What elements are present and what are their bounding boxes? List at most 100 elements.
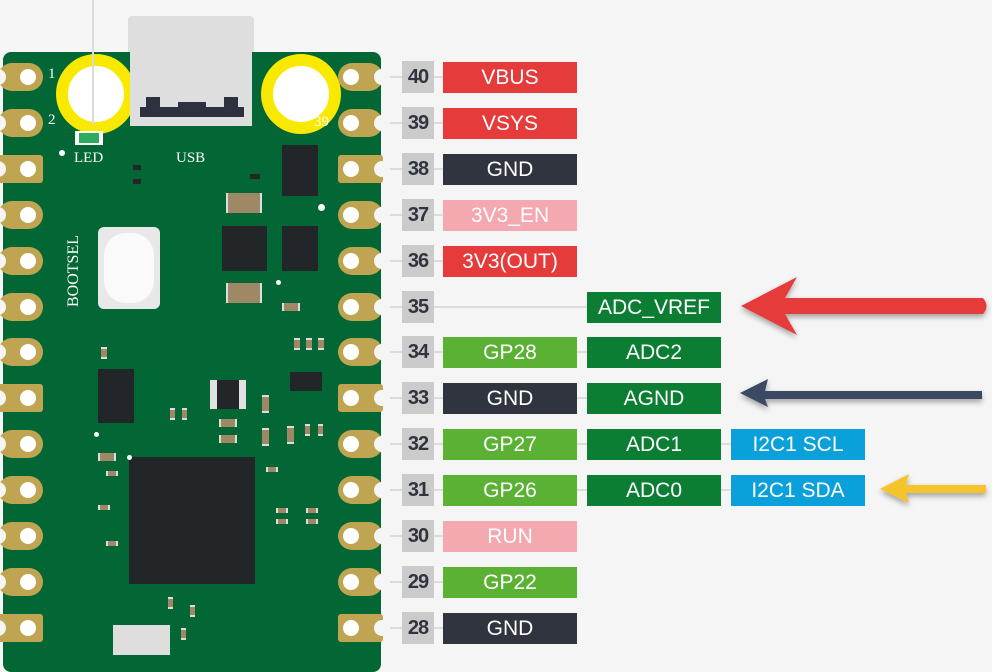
silk-pin2: 2 <box>48 112 56 128</box>
silk-usb: USB <box>176 150 206 166</box>
pin-label-ground: GND <box>443 613 577 644</box>
pin-number: 40 <box>402 61 434 93</box>
capacitor <box>226 193 262 213</box>
pin-number: 29 <box>402 566 434 598</box>
rp2040-chip <box>129 457 255 584</box>
pad-left <box>0 293 43 321</box>
arrow-i2c1-sda <box>880 474 986 503</box>
silk-pin39: 39 <box>314 114 329 130</box>
smd-small <box>250 174 260 179</box>
capacitor <box>287 426 294 444</box>
resistor <box>305 424 310 436</box>
pad-left <box>0 247 43 275</box>
pin-label-i2c: I2C1 SCL <box>731 429 865 460</box>
pin-label-adc: ADC0 <box>587 475 721 506</box>
dot <box>94 432 99 437</box>
pin-number: 38 <box>402 153 434 185</box>
dot <box>276 280 281 285</box>
capacitor <box>262 395 269 413</box>
pad-left <box>0 568 43 596</box>
pin-number: 32 <box>402 428 434 460</box>
resistor <box>168 597 173 609</box>
resistor <box>170 408 175 420</box>
bootsel-button[interactable] <box>98 227 160 309</box>
pin-label-power: VBUS <box>443 62 577 93</box>
pin-label-control: 3V3_EN <box>443 200 577 231</box>
pin-label-adc: ADC2 <box>587 337 721 368</box>
resistor <box>266 467 278 472</box>
capacitor <box>226 283 262 303</box>
pad-right <box>338 384 390 412</box>
flash-chip <box>98 369 134 423</box>
pad-right <box>338 614 390 642</box>
mosfet-chip <box>282 226 318 271</box>
resistor <box>106 541 118 546</box>
pin-label-power: VSYS <box>443 108 577 139</box>
arrows-layer <box>740 277 987 503</box>
pin-label-adc: ADC_VREF <box>587 292 721 323</box>
resistor <box>101 347 107 359</box>
pad-right <box>338 338 390 366</box>
pin-label-adc: ADC1 <box>587 429 721 460</box>
pad-left <box>0 63 43 91</box>
pad-right <box>338 155 390 183</box>
dot <box>59 150 65 156</box>
pin-number: 30 <box>402 520 434 552</box>
pad-left <box>0 430 43 458</box>
pad-right <box>338 568 390 596</box>
pad-right <box>338 247 390 275</box>
smd-small <box>133 179 141 184</box>
pin-number: 31 <box>402 474 434 506</box>
pad-right <box>338 293 390 321</box>
pin-number: 33 <box>402 382 434 414</box>
resistor <box>306 338 312 350</box>
pad-left <box>0 338 43 366</box>
capacitor <box>262 428 269 446</box>
pin-label-gpio: GP27 <box>443 429 577 460</box>
pin-label-gpio: GP28 <box>443 337 577 368</box>
pad-left <box>0 155 43 183</box>
pad-left <box>0 384 43 412</box>
resistor <box>276 519 288 524</box>
led-pointer-line <box>92 0 94 125</box>
crystal-chip <box>210 380 246 409</box>
pad-left <box>0 522 43 550</box>
dot <box>318 204 325 211</box>
resistor <box>318 424 323 436</box>
dot <box>127 455 132 460</box>
resistor <box>306 508 318 513</box>
led-icon <box>75 131 103 145</box>
resistor <box>294 338 300 350</box>
pin-number: 28 <box>402 612 434 644</box>
resistor <box>190 605 195 617</box>
silk-led: LED <box>74 150 104 166</box>
regulator-chip <box>282 145 318 196</box>
pad-left <box>0 109 43 137</box>
resistor <box>282 303 300 311</box>
small-chip <box>290 372 322 391</box>
resistor <box>182 408 187 420</box>
pin-label-i2c: I2C1 SDA <box>731 475 865 506</box>
pin-label-ground: GND <box>443 154 577 185</box>
pad-right <box>338 109 390 137</box>
pin-number: 34 <box>402 336 434 368</box>
pin-label-gpio: GP22 <box>443 567 577 598</box>
resistor <box>306 519 318 524</box>
capacitor <box>219 435 237 443</box>
capacitor <box>98 453 116 461</box>
pin-number: 35 <box>402 291 434 323</box>
pad-right <box>338 201 390 229</box>
resistor <box>98 505 110 510</box>
pad-right <box>338 476 390 504</box>
smd-small <box>133 165 141 170</box>
resistor <box>181 628 186 640</box>
pin-number: 39 <box>402 107 434 139</box>
silk-pin1: 1 <box>48 66 56 82</box>
pad-right <box>338 430 390 458</box>
inductor-chip <box>222 226 267 271</box>
pin-label-ground: GND <box>443 383 577 414</box>
pin-label-control: RUN <box>443 521 577 552</box>
arrow-adc-vref <box>741 277 987 335</box>
pin-label-adc: AGND <box>587 383 721 414</box>
resistor <box>276 508 288 513</box>
